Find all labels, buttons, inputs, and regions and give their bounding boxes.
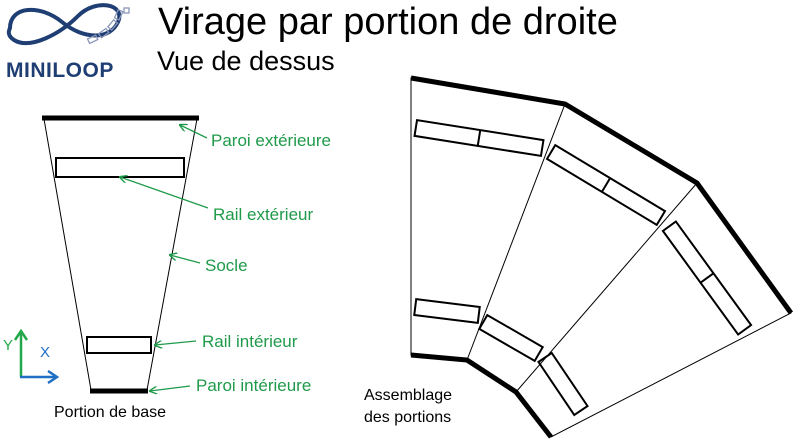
y-axis-arrowhead	[13, 328, 29, 341]
assembly-inner-rails	[413, 298, 589, 417]
assembly-inner-wall	[410, 352, 553, 439]
divider-1	[466, 103, 566, 361]
assembly-drawing	[410, 75, 794, 439]
assembly-outer-wall	[410, 75, 794, 315]
page-subtitle: Vue de dessus	[157, 46, 335, 76]
label-inner-rail: Rail intérieur	[202, 332, 298, 351]
label-outer-wall: Paroi extérieure	[211, 131, 331, 150]
miniloop-logo: MINILOOP	[6, 3, 130, 82]
label-inner-wall: Paroi intérieure	[196, 376, 311, 395]
arrow-inner-rail	[155, 341, 197, 345]
x-axis-label: X	[40, 344, 50, 361]
divider-2	[515, 182, 698, 393]
caption-base-portion: Portion de base	[54, 404, 166, 421]
logo-loop-icon	[6, 3, 122, 46]
label-base: Socle	[205, 256, 248, 275]
inner-rail-rect	[86, 336, 152, 354]
caption-assembly-line1: Assemblage	[364, 387, 452, 404]
assembly-outline	[410, 77, 792, 438]
arrow-inner-wall	[150, 385, 191, 391]
assembly-outer-rails	[413, 118, 753, 336]
logo-text: MINILOOP	[6, 59, 114, 82]
outer-rail-rect	[55, 157, 185, 178]
arrow-base	[170, 255, 201, 264]
caption-assembly-line2: des portions	[364, 409, 451, 426]
x-axis-arrowhead	[47, 369, 60, 385]
arrow-outer-rail	[120, 177, 209, 209]
label-outer-rail: Rail extérieur	[213, 205, 313, 224]
base-portion-drawing	[42, 115, 199, 394]
base-trapezoid	[43, 118, 198, 391]
y-axis-label: Y	[3, 337, 13, 354]
axis-indicator: Y X	[3, 328, 60, 385]
arrow-outer-wall	[180, 125, 208, 139]
logo-cars-icon	[86, 7, 130, 45]
annotations: Paroi extérieure Rail extérieur Socle Ra…	[120, 125, 331, 395]
page-title: Virage par portion de droite	[158, 1, 618, 43]
